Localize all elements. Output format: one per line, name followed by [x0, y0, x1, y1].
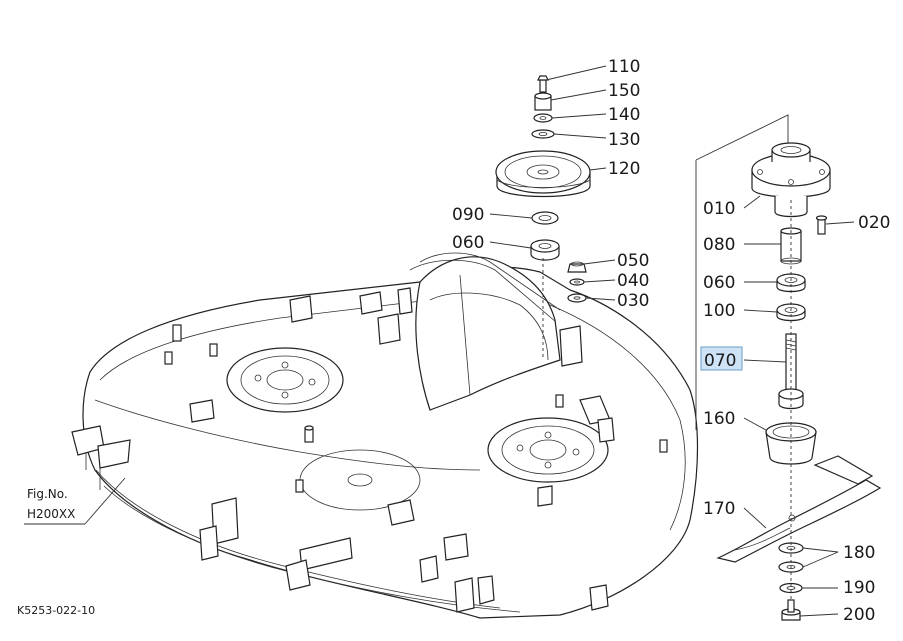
callout-110[interactable]: 110: [608, 57, 640, 77]
part-090-seal[interactable]: [531, 211, 559, 225]
callout-080[interactable]: 080: [703, 235, 735, 255]
callout-040[interactable]: 040: [617, 271, 649, 291]
part-030-washer[interactable]: [567, 293, 587, 303]
part-060-bearing-top[interactable]: [530, 239, 560, 261]
callout-160[interactable]: 160: [703, 409, 735, 429]
part-080-spacer[interactable]: [780, 227, 802, 265]
callout-090[interactable]: 090: [452, 205, 484, 225]
part-200-bolt[interactable]: [781, 599, 801, 621]
spindle-assembly: [695, 114, 882, 621]
part-100-seal[interactable]: [776, 303, 806, 322]
part-010-housing[interactable]: [751, 142, 831, 218]
callout-060-spindle[interactable]: 060: [703, 273, 735, 293]
part-170-blade[interactable]: [716, 455, 882, 563]
part-140-washer[interactable]: [533, 113, 553, 123]
callout-140[interactable]: 140: [608, 105, 640, 125]
part-130-washer[interactable]: [531, 129, 555, 139]
callout-130[interactable]: 130: [608, 130, 640, 150]
part-150-collar[interactable]: [534, 92, 552, 111]
fig-number: H200XX: [27, 507, 75, 521]
callout-020[interactable]: 020: [858, 213, 890, 233]
part-040-washer[interactable]: [569, 278, 585, 286]
selected-part-highlight: [700, 346, 743, 371]
callout-150[interactable]: 150: [608, 81, 640, 101]
fig-label: Fig.No.: [27, 487, 68, 501]
part-060-bearing-spindle[interactable]: [776, 273, 806, 293]
part-120-pulley[interactable]: [495, 150, 591, 198]
drawing-code: K5253-022-10: [17, 604, 95, 617]
callout-labels: 110 150 140 130 120 090 060 050 040 030 …: [452, 57, 890, 625]
callout-070[interactable]: 070: [704, 351, 736, 371]
callout-030[interactable]: 030: [617, 291, 649, 311]
figure-info: Fig.No. H200XX K5253-022-10: [17, 487, 95, 617]
callout-100[interactable]: 100: [703, 301, 735, 321]
pulley-assembly: [495, 75, 591, 360]
callout-010[interactable]: 010: [703, 199, 735, 219]
leader-lines: [24, 65, 855, 617]
callout-050[interactable]: 050: [617, 251, 649, 271]
part-020-bolt[interactable]: [815, 215, 828, 235]
part-050-nut[interactable]: [567, 261, 587, 273]
callout-200[interactable]: 200: [843, 605, 875, 625]
callout-190[interactable]: 190: [843, 578, 875, 598]
callout-120[interactable]: 120: [608, 159, 640, 179]
mower-deck: [71, 252, 699, 619]
part-110-bolt[interactable]: [537, 75, 549, 93]
callout-180[interactable]: 180: [843, 543, 875, 563]
callout-060-top[interactable]: 060: [452, 233, 484, 253]
callout-170[interactable]: 170: [703, 499, 735, 519]
